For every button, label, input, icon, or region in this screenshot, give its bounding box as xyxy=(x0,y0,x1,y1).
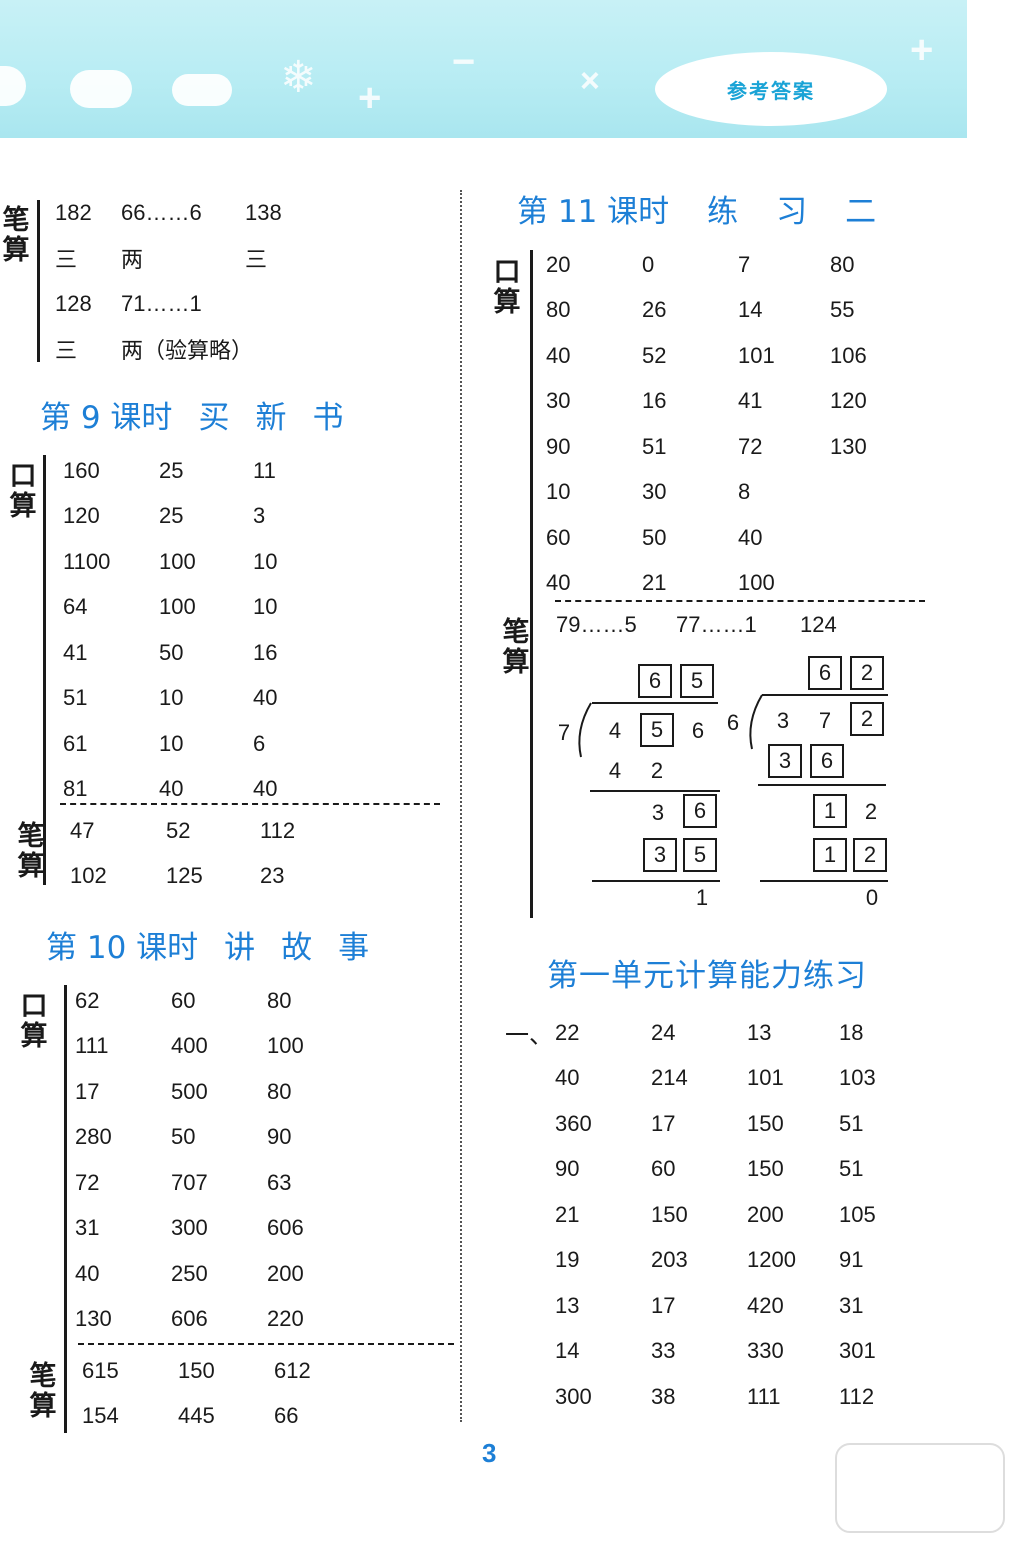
table-row: 128 71……1 xyxy=(55,290,202,316)
rain-cloud-icon xyxy=(172,74,232,106)
table-row: 182 66……6 138 xyxy=(55,199,282,225)
bracket-bar xyxy=(37,200,40,362)
plus-icon: + xyxy=(358,76,382,120)
lesson9-title: 第 9 课时买新书 xyxy=(40,400,344,436)
written-label: 笔算 xyxy=(29,1361,57,1422)
plus-icon: + xyxy=(910,28,934,72)
top-written-grid: 182 66……6 138 三 两 三 128 71……1 三 两（验算略） xyxy=(55,190,321,372)
cloud-icon xyxy=(0,66,26,106)
watermark-logo xyxy=(830,1440,1010,1536)
answer-badge: 参考答案 xyxy=(655,52,887,126)
section-separator xyxy=(555,600,925,602)
section-separator xyxy=(60,803,440,805)
unit-title: 第一单元计算能力练习 xyxy=(547,958,867,994)
snowflake-icon: ❄ xyxy=(280,53,317,102)
bracket-bar xyxy=(43,455,46,885)
table-row: 三 两 三 xyxy=(55,247,268,273)
written-label: 笔算 xyxy=(502,617,530,678)
section-separator xyxy=(78,1343,454,1345)
division-bracket xyxy=(578,702,592,758)
written-label: 笔算 xyxy=(17,821,45,882)
oral-label: 口算 xyxy=(9,461,37,522)
header-banner: ❄ + − × + 参考答案 xyxy=(0,0,967,138)
table-row: 三 两（验算略） xyxy=(55,338,254,364)
cloud-icon xyxy=(70,70,132,108)
lesson11-title: 第 11 课时练习二 xyxy=(517,194,877,230)
division-bracket xyxy=(749,694,763,750)
bracket-bar xyxy=(530,250,533,918)
oral-label: 口算 xyxy=(493,257,521,318)
written-label: 笔算 xyxy=(2,205,30,266)
times-icon: × xyxy=(580,62,600,100)
lesson10-title: 第 10 课时讲故事 xyxy=(46,930,370,966)
column-divider xyxy=(460,190,462,1422)
minus-icon: − xyxy=(452,40,476,84)
bracket-bar xyxy=(64,985,67,1433)
page-number: 3 xyxy=(482,1438,497,1468)
oral-label: 口算 xyxy=(20,991,48,1052)
